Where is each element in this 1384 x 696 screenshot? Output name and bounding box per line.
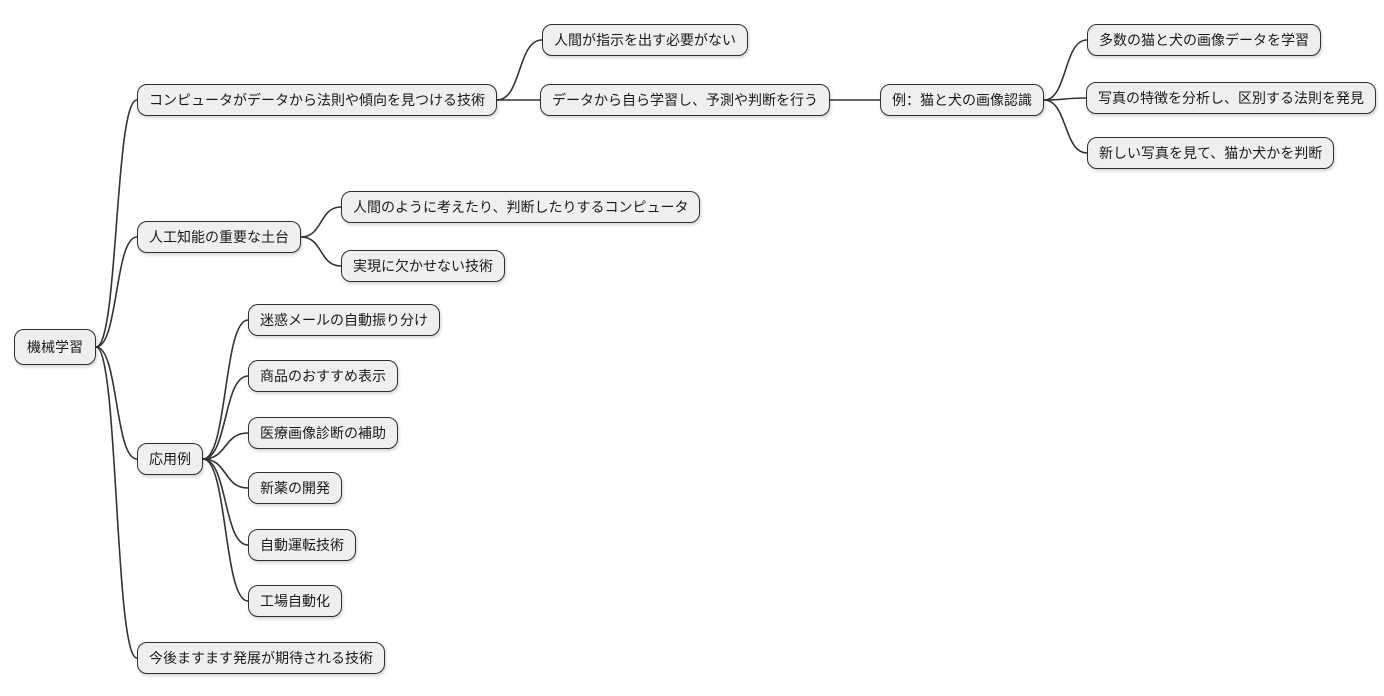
- mindmap-edge: [202, 432, 249, 460]
- mindmap-edge: [202, 375, 249, 460]
- mindmap-node: 商品のおすすめ表示: [248, 360, 398, 392]
- mindmap-node: 新薬の開発: [248, 472, 342, 504]
- mindmap-node: 例：猫と犬の画像認識: [880, 84, 1044, 116]
- mindmap-node: 自動運転技術: [248, 529, 356, 561]
- mindmap-node: コンピュータがデータから法則や傾向を見つける技術: [137, 84, 497, 116]
- mindmap-node: 工場自動化: [248, 585, 342, 617]
- mindmap-node: 新しい写真を見て、猫か犬かを判断: [1087, 137, 1335, 169]
- mindmap-node: 人間のように考えたり、判断したりするコンピュータ: [341, 191, 701, 223]
- mindmap-node: 応用例: [137, 443, 203, 475]
- mindmap-edge: [95, 99, 138, 348]
- mindmap-node: 実現に欠かせない技術: [341, 250, 505, 282]
- mindmap-edge: [496, 39, 543, 101]
- mindmap-node: 今後ますます発展が期待される技術: [137, 642, 385, 674]
- mindmap-node: データから自ら学習し、予測や判断を行う: [540, 84, 830, 116]
- mindmap-edge: [95, 236, 138, 348]
- mindmap-edge: [300, 236, 342, 267]
- mindmap-edge: [1043, 99, 1088, 154]
- mindmap-edge: [1043, 97, 1087, 101]
- mindmap-root-node: 機械学習: [14, 329, 96, 365]
- mindmap-node: 人工知能の重要な土台: [137, 221, 301, 253]
- mindmap-edge: [202, 458, 249, 602]
- mindmap-edge: [95, 346, 138, 659]
- mindmap-node: 多数の猫と犬の画像データを学習: [1087, 24, 1321, 56]
- mindmap-edge: [202, 319, 249, 460]
- mindmap-node: 迷惑メールの自動振り分け: [248, 304, 440, 336]
- mindmap-edge: [202, 458, 249, 546]
- mindmap-edge: [300, 206, 342, 238]
- mindmap-node: 医療画像診断の補助: [248, 417, 398, 449]
- mindmap-node: 人間が指示を出す必要がない: [542, 24, 748, 56]
- mindmap-edge: [202, 458, 249, 489]
- mindmap-edge: [95, 346, 138, 460]
- mindmap-node: 写真の特徴を分析し、区別する法則を発見: [1086, 82, 1376, 114]
- mindmap-edge: [1043, 39, 1088, 101]
